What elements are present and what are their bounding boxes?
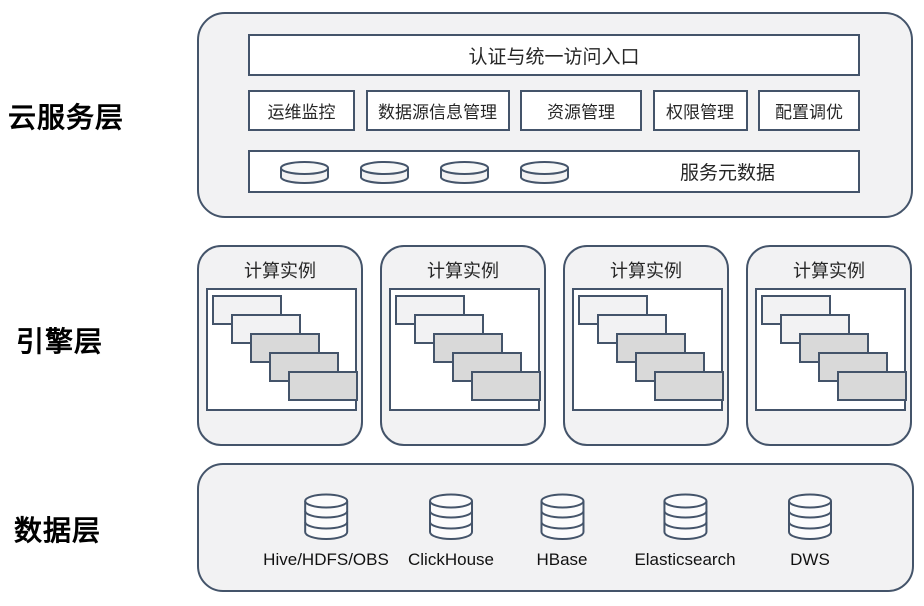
metadata-disk-icon xyxy=(520,161,569,184)
service-metadata-box: 服务元数据 xyxy=(248,150,860,193)
compute-instance-label: 计算实例 xyxy=(244,261,316,281)
module-datasource-info-mgmt: 数据源信息管理 xyxy=(365,90,510,131)
auth-unified-access-box: 认证与统一访问入口 xyxy=(248,34,860,76)
window-rect xyxy=(288,371,358,401)
auth-unified-access-label: 认证与统一访问入口 xyxy=(468,46,640,68)
module-permission-mgmt: 权限管理 xyxy=(652,90,748,131)
metadata-disk-icon xyxy=(280,161,329,184)
compute-instance-label: 计算实例 xyxy=(793,261,865,281)
engine-layer-label: 引擎层 xyxy=(16,326,104,357)
data-store-label: DWS xyxy=(790,550,830,569)
database-cylinder-icon xyxy=(303,493,348,540)
stacked-windows-icon xyxy=(389,288,541,411)
data-store: HBase xyxy=(536,493,588,570)
module-resource-mgmt: 资源管理 xyxy=(520,90,642,131)
stacked-windows-icon xyxy=(206,288,358,411)
data-store: Hive/HDFS/OBS xyxy=(263,493,389,570)
data-store: Elasticsearch xyxy=(634,493,736,570)
window-rect xyxy=(837,371,907,401)
compute-instance-box: 计算实例 xyxy=(563,245,729,446)
compute-instance-label: 计算实例 xyxy=(610,261,682,281)
data-store-label: Elasticsearch xyxy=(634,550,736,569)
data-store: ClickHouse xyxy=(408,493,494,570)
module-config-tuning: 配置调优 xyxy=(758,90,860,131)
compute-instance-box: 计算实例 xyxy=(746,245,912,446)
data-layer-panel: Hive/HDFS/OBS ClickHouse HBase Elasticse… xyxy=(197,463,914,592)
data-layer-label: 数据层 xyxy=(14,515,102,546)
database-cylinder-icon xyxy=(662,493,707,540)
service-metadata-label: 服务元数据 xyxy=(680,163,776,184)
stacked-windows-icon xyxy=(572,288,724,411)
compute-instance-box: 计算实例 xyxy=(380,245,546,446)
cloud-layer-label: 云服务层 xyxy=(8,102,125,133)
database-cylinder-icon xyxy=(788,493,832,540)
database-cylinder-icon xyxy=(540,493,584,540)
cloud-service-layer-panel: 认证与统一访问入口 运维监控 数据源信息管理 资源管理 权限管理 配置调优 服务… xyxy=(197,12,913,218)
data-store-label: ClickHouse xyxy=(408,550,494,569)
compute-instance-box: 计算实例 xyxy=(197,245,363,446)
window-rect xyxy=(471,371,541,401)
metadata-disk-icon xyxy=(440,161,489,184)
data-store-label: Hive/HDFS/OBS xyxy=(263,550,389,569)
management-module-row: 运维监控 数据源信息管理 资源管理 权限管理 配置调优 xyxy=(248,90,860,131)
stacked-windows-icon xyxy=(755,288,907,411)
module-ops-monitoring: 运维监控 xyxy=(248,90,355,131)
data-store-label: HBase xyxy=(536,550,588,569)
metadata-disk-icon xyxy=(360,161,409,184)
window-rect xyxy=(654,371,724,401)
database-cylinder-icon xyxy=(428,493,473,540)
data-store: DWS xyxy=(787,493,833,570)
compute-instance-label: 计算实例 xyxy=(427,261,499,281)
